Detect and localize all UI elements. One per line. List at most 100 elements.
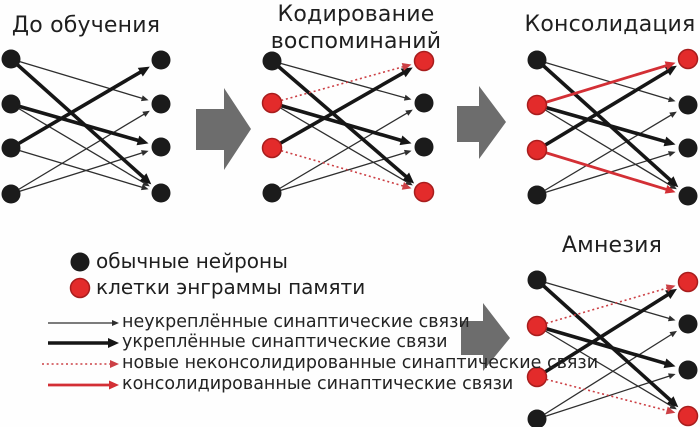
legend-label-new-unconsolidated-synapses: новые неконсолидированные синаптические … (122, 353, 599, 373)
amnesia-right-0-engram-cell-dot (677, 271, 699, 293)
amnesia-synapse-4-line (535, 278, 673, 402)
memory-encoding-synapse-2-arrowhead-icon (405, 109, 413, 116)
panel-title-amnesia: Амнезия (561, 233, 663, 258)
before-training-synapse-1-line (10, 103, 145, 184)
legend-0-neuron-dot (70, 252, 90, 272)
consolidation-synapse-6-line (536, 69, 670, 152)
before-training-right-0-neuron-dot (151, 50, 171, 70)
memory-encoding-right-1-neuron-dot (414, 93, 434, 113)
before-training-synapse-3-arrowhead-icon (142, 110, 150, 117)
amnesia-left-2-engram-cell-dot (526, 366, 548, 388)
legend-connection-2-arrowhead-icon (110, 360, 119, 368)
before-training-left-1-neuron-dot (1, 94, 21, 114)
before-training-synapse-0-arrowhead-icon (140, 95, 149, 102)
memory-encoding-right-2-neuron-dot (414, 137, 434, 157)
memory-encoding-right-3-engram-cell-dot (413, 181, 435, 203)
legend-label-strengthened-synapses: укреплённые синаптические связи (122, 332, 448, 352)
panel-title-consolidation: Консолидация (524, 12, 696, 37)
consolidation-synapse-3-arrowhead-icon (668, 151, 676, 157)
before-training-left-2-neuron-dot (1, 138, 21, 158)
legend-connection-1-arrowhead-icon (108, 338, 119, 348)
before-training-synapse-3-line (10, 113, 146, 195)
memory-encoding-synapse-2-line (271, 112, 408, 194)
amnesia-synapse-6-line (536, 292, 670, 379)
amnesia-synapse-8-line (536, 376, 668, 412)
memory-encoding-synapse-7-arrowhead-icon (401, 63, 412, 71)
consolidation-left-3-neuron-dot (527, 185, 547, 205)
memory-encoding-synapse-8-arrowhead-icon (401, 182, 412, 190)
consolidation-synapse-5-arrowhead-icon (663, 136, 676, 147)
consolidation-synapse-0-line (536, 59, 670, 101)
legend-label-consolidated-synapses: консолидированные синаптические связи (122, 374, 514, 394)
legend-label-ordinary-neurons: обычные нейроны (96, 249, 288, 273)
consolidation-synapse-2-arrowhead-icon (669, 111, 677, 118)
amnesia-synapse-2-arrowhead-icon (669, 330, 677, 338)
memory-encoding-synapse-8-line (271, 147, 405, 187)
panel-title-encoding-line2: воспоминаний (270, 29, 442, 54)
legend-1-engram-cell-dot (69, 277, 91, 299)
consolidation-synapse-1-line (536, 104, 673, 187)
amnesia-synapse-5-arrowhead-icon (663, 358, 676, 369)
legend-label-engram-cells: клетки энграммы памяти (96, 275, 366, 299)
memory-encoding-left-2-engram-cell-dot (261, 137, 283, 159)
amnesia-synapse-4-arrowhead-icon (666, 396, 679, 408)
memory-encoding-left-3-neuron-dot (262, 183, 282, 203)
before-training-synapse-7-arrowhead-icon (137, 66, 150, 77)
before-training-synapse-1-arrowhead-icon (142, 180, 150, 187)
memory-encoding-synapse-5-arrowhead-icon (399, 135, 412, 146)
amnesia-synapse-8-arrowhead-icon (665, 406, 676, 415)
consolidation-synapse-7-arrowhead-icon (664, 61, 676, 71)
consolidation-synapse-2-line (536, 114, 673, 196)
amnesia-synapse-7-arrowhead-icon (665, 284, 676, 292)
consolidation-right-1-neuron-dot (678, 95, 698, 115)
consolidation-right-3-neuron-dot (678, 186, 698, 206)
consolidation-synapse-1-arrowhead-icon (669, 183, 677, 190)
memory-encoding-synapse-0-line (271, 60, 406, 99)
before-training-synapse-6-line (10, 102, 140, 143)
amnesia-synapse-1-line (536, 325, 673, 407)
amnesia-right-1-neuron-dot (678, 314, 698, 334)
amnesia-synapse-0-arrowhead-icon (667, 315, 676, 322)
consolidation-left-0-neuron-dot (527, 50, 547, 70)
memory-encoding-left-1-engram-cell-dot (261, 92, 283, 114)
before-training-synapse-7-line (10, 70, 143, 150)
before-training-synapse-5-arrowhead-icon (139, 173, 152, 185)
legend-connection-0-arrowhead-icon (112, 320, 119, 326)
amnesia-synapse-3-line (536, 375, 671, 420)
panel-title-before-training: До обучения (11, 13, 161, 38)
memory-encoding-synapse-7-line (271, 65, 404, 104)
consolidation-right-0-engram-cell-dot (677, 48, 699, 70)
memory-encoding-synapse-1-line (271, 102, 408, 183)
amnesia-left-3-neuron-dot (527, 409, 547, 427)
amnesia-left-0-neuron-dot (527, 270, 547, 290)
legend-label-weak-synapses: неукреплённые синаптические связи (122, 312, 470, 332)
consolidation-left-1-engram-cell-dot (526, 94, 548, 116)
amnesia-synapse-0-line (536, 279, 670, 320)
consolidation-synapse-5-line (536, 103, 667, 144)
before-training-synapse-5-line (9, 57, 146, 180)
memory-encoding-synapse-0-arrowhead-icon (403, 94, 412, 101)
memory-encoding-synapse-4-arrowhead-icon (402, 172, 415, 184)
transition-arrow-icon-2 (457, 86, 506, 159)
before-training-right-2-neuron-dot (151, 137, 171, 157)
memory-encoding-synapse-1-arrowhead-icon (405, 179, 413, 186)
consolidation-synapse-7-line (536, 64, 668, 107)
consolidation-left-2-engram-cell-dot (526, 139, 548, 161)
before-training-right-3-neuron-dot (151, 183, 171, 203)
legend-connection-3-arrowhead-icon (109, 380, 119, 390)
memory-encoding-right-0-engram-cell-dot (413, 50, 435, 72)
memory-encoding-synapse-5-line (271, 101, 403, 143)
before-training-right-1-neuron-dot (151, 94, 171, 114)
before-training-synapse-4-arrowhead-icon (141, 150, 149, 156)
before-training-synapse-0-line (10, 58, 143, 100)
memory-encoding-synapse-6-line (271, 70, 405, 150)
amnesia-left-1-engram-cell-dot (526, 315, 548, 337)
amnesia-right-2-neuron-dot (678, 360, 698, 380)
amnesia-synapse-1-arrowhead-icon (669, 403, 677, 410)
transition-arrow-icon-1 (196, 88, 251, 170)
consolidation-right-2-neuron-dot (678, 138, 698, 158)
memory-encoding-synapse-3-arrowhead-icon (403, 149, 412, 156)
memory-encoding-left-0-neuron-dot (262, 51, 282, 71)
